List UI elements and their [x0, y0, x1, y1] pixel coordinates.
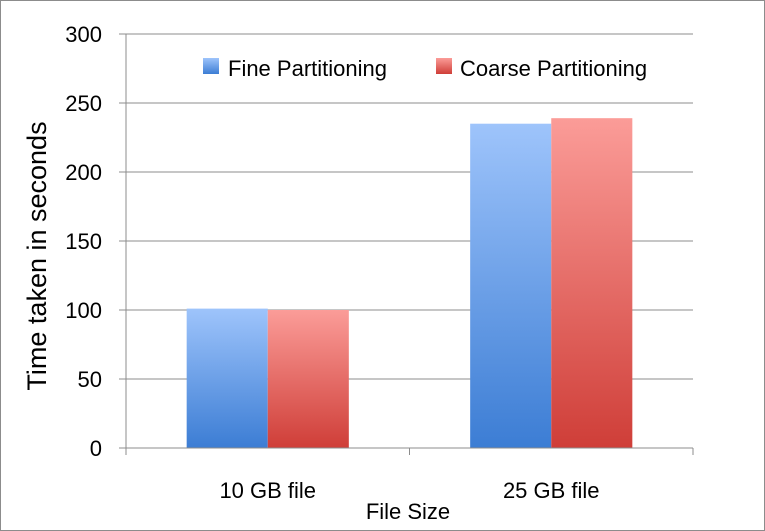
y-tick-label: 300 — [65, 22, 102, 47]
legend-swatch — [436, 58, 452, 74]
axes — [119, 33, 694, 455]
y-tick-label: 250 — [65, 91, 102, 116]
legend-swatch — [203, 58, 219, 74]
y-axis-title: Time taken in seconds — [22, 121, 52, 390]
x-tick-label: 10 GB file — [219, 478, 316, 503]
x-tick-label: 25 GB file — [503, 478, 600, 503]
bar-fine-partitioning-1 — [470, 123, 552, 448]
bar-coarse-partitioning-1 — [551, 118, 633, 449]
bar-fine-partitioning-0 — [186, 308, 268, 448]
legend-item-fine-partitioning: Fine Partitioning — [203, 56, 387, 81]
bar-coarse-partitioning-0 — [267, 310, 349, 448]
y-tick-label: 50 — [78, 367, 102, 392]
y-tick-label: 200 — [65, 160, 102, 185]
legend-label: Fine Partitioning — [228, 56, 387, 81]
y-tick-label: 150 — [65, 229, 102, 254]
x-axis-title: File Size — [366, 499, 450, 524]
legend-label: Coarse Partitioning — [460, 56, 647, 81]
y-tick-label: 0 — [90, 436, 102, 461]
y-tick-labels: 0 50 100 150 200 250 300 — [65, 22, 102, 461]
legend-item-coarse-partitioning: Coarse Partitioning — [436, 56, 647, 81]
legend: Fine Partitioning Coarse Partitioning — [203, 56, 647, 81]
bars — [186, 118, 633, 449]
y-tick-label: 100 — [65, 298, 102, 323]
x-tick-labels: 10 GB file 25 GB file — [219, 478, 599, 503]
